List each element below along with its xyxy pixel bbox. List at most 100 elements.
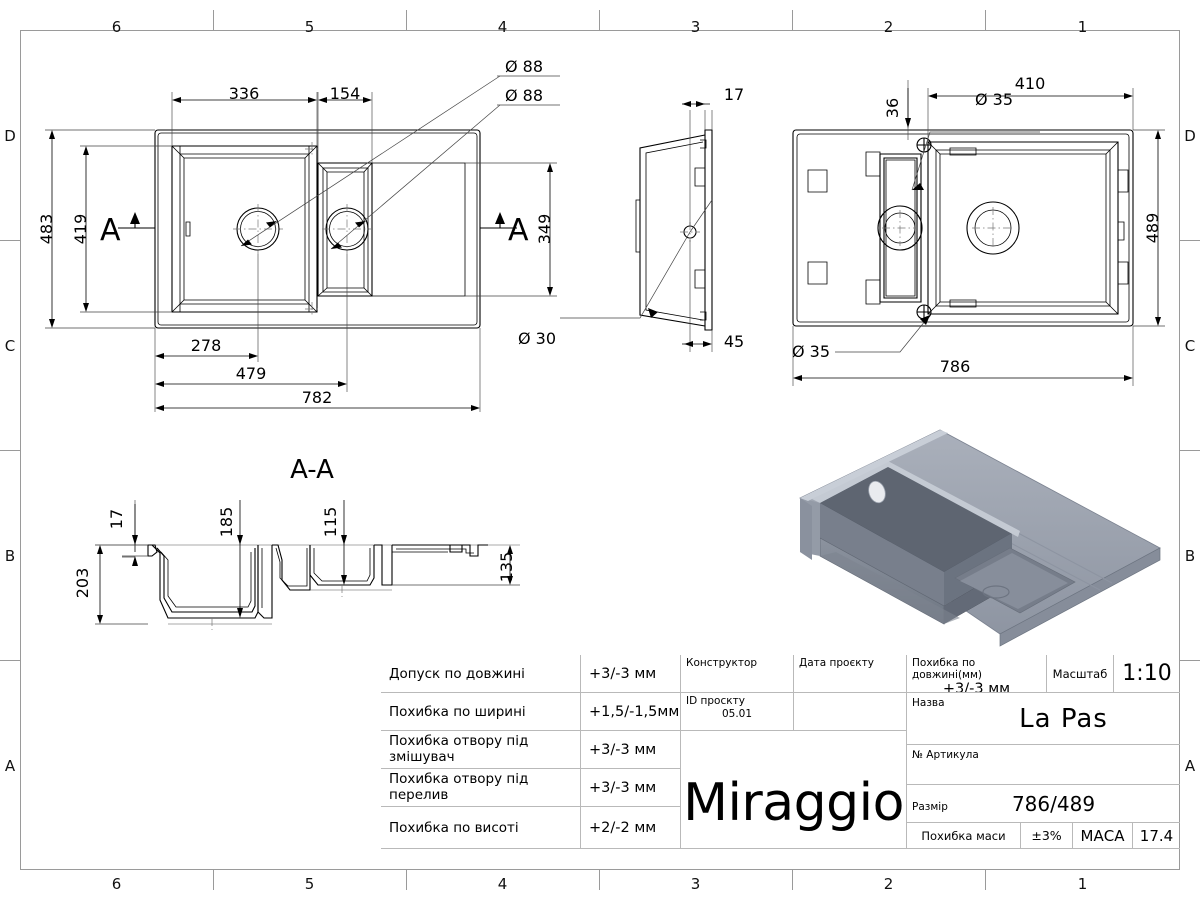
zone-label-right-d: D <box>1184 127 1196 145</box>
bottom-view-geometry <box>792 129 1134 353</box>
dim-782: 782 <box>302 388 333 407</box>
zone-tick-left <box>0 660 20 661</box>
zone-tick-left <box>0 450 20 451</box>
tolerance-label-0: Допуск по довжині <box>381 655 581 693</box>
dim-483: 483 <box>37 214 56 245</box>
tolerance-value-1: +1,5/-1,5мм <box>581 693 681 731</box>
tolerance-value-4: +2/-2 мм <box>581 807 681 849</box>
dim-185: 185 <box>217 507 236 538</box>
zone-tick-top <box>406 10 407 30</box>
callout-dia35-a: Ø 35 <box>975 90 1013 109</box>
scale-value-field: 1:10 <box>1114 655 1180 693</box>
mass-value: 17.4 <box>1133 823 1180 849</box>
zone-tick-left <box>0 240 20 241</box>
dim-349: 349 <box>535 214 554 245</box>
dim-479: 479 <box>236 364 267 383</box>
zone-label-left-c: C <box>4 337 16 355</box>
zone-tick-top <box>213 10 214 30</box>
project-date-field: Дата проєкту <box>794 655 907 693</box>
dim-135: 135 <box>497 552 516 583</box>
tolerance-value-2: +3/-3 мм <box>581 731 681 769</box>
scale-label-field: Масштаб <box>1047 655 1114 693</box>
dim-203: 203 <box>73 568 92 599</box>
zone-label-right-c: C <box>1184 337 1196 355</box>
side-view-geometry <box>560 101 713 352</box>
tolerance-value-0: +3/-3 мм <box>581 655 681 693</box>
title-block: Допуск по довжині +3/-3 мм Похибка по ши… <box>381 655 1180 849</box>
isometric-render <box>799 429 1161 647</box>
zone-tick-bottom <box>792 870 793 890</box>
zone-label-bottom-4: 4 <box>497 875 508 893</box>
size-value: 786/489 <box>1011 791 1096 816</box>
zone-label-top-5: 5 <box>304 18 315 36</box>
tolerance-label-4: Похибка по висоті <box>381 807 581 849</box>
dim-115: 115 <box>321 507 340 538</box>
project-id-field: ID проскту 05.01 <box>681 693 794 731</box>
zone-label-left-a: A <box>4 757 16 775</box>
dim-489: 489 <box>1143 213 1162 244</box>
section-aa-geometry <box>95 544 520 630</box>
callout-dia30: Ø 30 <box>518 329 556 348</box>
zone-label-bottom-6: 6 <box>111 875 122 893</box>
section-aa-dimensions <box>95 500 520 625</box>
zone-label-bottom-5: 5 <box>304 875 315 893</box>
tolerance-value-3: +3/-3 мм <box>581 769 681 807</box>
callout-dia88-b: Ø 88 <box>505 86 543 105</box>
zone-tick-bottom <box>213 870 214 890</box>
dimension-text: 336 154 483 419 349 278 479 782 Ø 88 Ø 8… <box>37 57 1162 598</box>
dim-17-sect: 17 <box>107 509 126 529</box>
zone-label-left-b: B <box>4 547 16 565</box>
zone-tick-right <box>1180 240 1200 241</box>
zone-label-right-a: A <box>1184 757 1196 775</box>
bottom-view-dimensions <box>792 80 1165 386</box>
zone-label-top-6: 6 <box>111 18 122 36</box>
top-view-dimensions <box>45 92 557 412</box>
zone-label-bottom-1: 1 <box>1077 875 1088 893</box>
zone-label-left-d: D <box>4 127 16 145</box>
zone-label-bottom-2: 2 <box>883 875 894 893</box>
tolerance-label-3: Похибка отвору під перелив <box>381 769 581 807</box>
zone-label-top-3: 3 <box>690 18 701 36</box>
section-aa-title: A-A <box>290 455 334 485</box>
sheet-frame <box>20 30 1180 870</box>
brand-text: Miraggio <box>683 772 904 833</box>
section-mark-a-right: A <box>508 213 529 248</box>
product-name-value: La Pas <box>1019 703 1108 734</box>
zone-tick-top <box>985 10 986 30</box>
top-view-geometry <box>154 75 560 329</box>
dim-786: 786 <box>940 357 971 376</box>
dim-419: 419 <box>71 214 90 245</box>
zone-tick-right <box>1180 660 1200 661</box>
dim-278: 278 <box>191 336 222 355</box>
dim-36: 36 <box>883 98 902 118</box>
zone-label-top-4: 4 <box>497 18 508 36</box>
dim-17-side: 17 <box>724 85 744 104</box>
constructor-field: Конструктор <box>681 655 794 693</box>
zone-tick-bottom <box>985 870 986 890</box>
project-date-value-field <box>794 693 907 731</box>
mass-tolerance-value: ±3% <box>1021 823 1073 849</box>
tolerance-label-1: Похибка по ширині <box>381 693 581 731</box>
callout-dia35-b: Ø 35 <box>792 342 830 361</box>
dim-154: 154 <box>330 84 361 103</box>
zone-tick-bottom <box>599 870 600 890</box>
length-tolerance-field: Похибка по довжині(мм) +3/-3 мм <box>907 655 1047 693</box>
section-mark-a-left: A <box>100 213 121 248</box>
brand-logo: Miraggio <box>681 731 907 849</box>
dim-45-side: 45 <box>724 332 744 351</box>
zone-label-top-1: 1 <box>1077 18 1088 36</box>
callout-dia88-a: Ø 88 <box>505 57 543 76</box>
size-field: Размір 786/489 <box>907 785 1180 823</box>
zone-tick-top <box>792 10 793 30</box>
zone-tick-right <box>1180 450 1200 451</box>
mass-label: МАСА <box>1073 823 1133 849</box>
zone-tick-top <box>599 10 600 30</box>
dim-410: 410 <box>1015 74 1046 93</box>
article-number-field: № Артикула <box>907 745 1180 785</box>
mass-tolerance-label: Похибка маси <box>907 823 1021 849</box>
zone-label-right-b: B <box>1184 547 1196 565</box>
zone-tick-bottom <box>406 870 407 890</box>
tolerance-label-2: Похибка отвору під змішувач <box>381 731 581 769</box>
